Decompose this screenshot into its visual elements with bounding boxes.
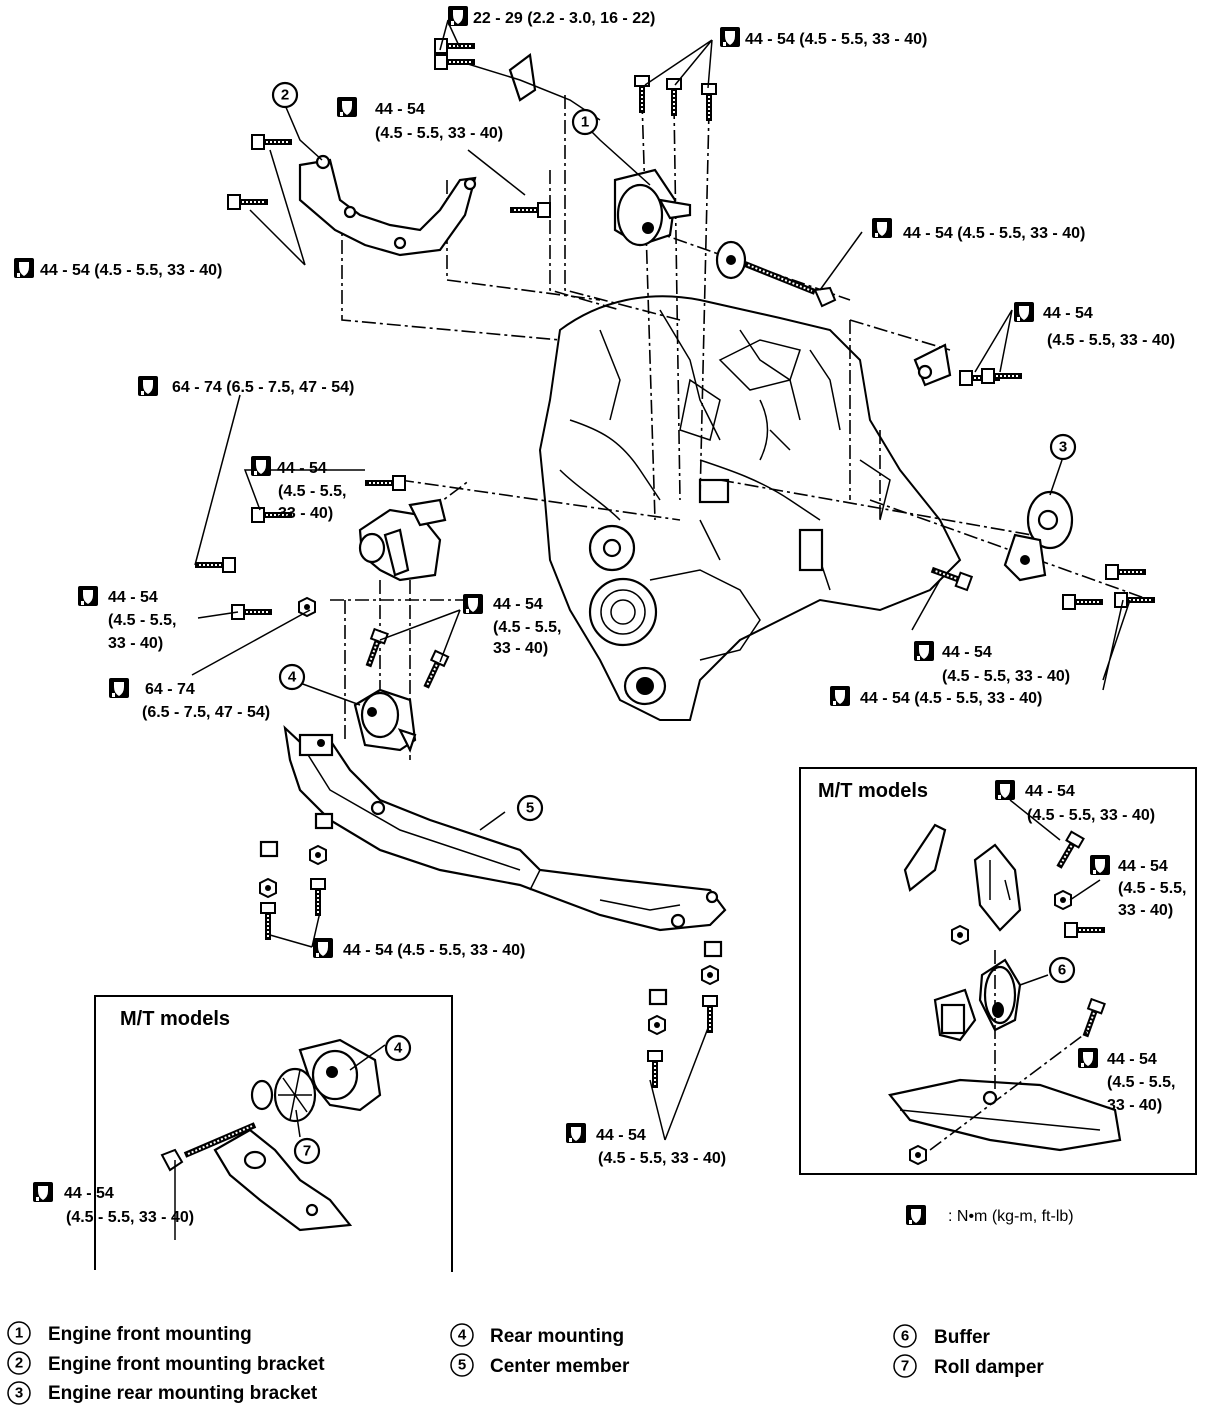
torque-label: (4.5 - 5.5, <box>108 612 176 629</box>
torque-label: 33 - 40) <box>108 635 163 652</box>
units-note: : N•m (kg-m, ft-lb) <box>948 1208 1074 1225</box>
svg-text:1: 1 <box>15 1325 23 1342</box>
rear-mounting <box>353 629 448 753</box>
callout-6: 6 <box>1048 956 1076 984</box>
svg-text:Rear mounting: Rear mounting <box>490 1326 624 1347</box>
top-bracket <box>435 39 716 121</box>
torque-label: 44 - 54 <box>1118 858 1168 875</box>
svg-text:6: 6 <box>901 1328 909 1345</box>
member-fasteners <box>260 812 723 1088</box>
torque-label: (4.5 - 5.5, 33 - 40) <box>1027 807 1155 824</box>
legend-item: 7 Roll damper <box>893 1354 1044 1378</box>
callouts: 2 1 3 4 5 <box>271 81 1077 822</box>
assembly-lines <box>330 95 1151 760</box>
svg-text:7: 7 <box>901 1358 909 1375</box>
torque-label: 44 - 54 <box>64 1185 114 1202</box>
torque-label: 44 - 54 <box>596 1127 646 1144</box>
callout-4: 4 <box>278 663 306 691</box>
callout-5: 5 <box>516 794 544 822</box>
legend-item: 5 Center member <box>450 1353 630 1377</box>
legend-item: 4 Rear mounting <box>450 1323 624 1347</box>
torque-label: 33 - 40) <box>1107 1097 1162 1114</box>
torque-label: 44 - 54 <box>493 596 543 613</box>
torque-label: 44 - 54 (4.5 - 5.5, 33 - 40) <box>745 31 927 48</box>
legend-item: 6 Buffer <box>893 1324 991 1348</box>
torque-label: 44 - 54 <box>1025 783 1075 800</box>
torque-label: 44 - 54 <box>1043 305 1093 322</box>
torque-label: 44 - 54 (4.5 - 5.5, 33 - 40) <box>860 690 1042 707</box>
legend-item: 3 Engine rear mounting bracket <box>7 1381 318 1405</box>
callout-1: 1 <box>571 108 599 136</box>
center-member <box>283 725 727 932</box>
svg-text:Engine front mounting: Engine front mounting <box>48 1324 252 1345</box>
torque-label: 33 - 40) <box>278 505 333 522</box>
svg-text:5: 5 <box>526 800 534 817</box>
svg-text:3: 3 <box>1059 439 1067 456</box>
inset-title: M/T models <box>818 780 928 802</box>
torque-label: 44 - 54 <box>375 101 425 118</box>
torque-label: 44 - 54 (4.5 - 5.5, 33 - 40) <box>903 225 1085 242</box>
callout-4: 4 <box>384 1034 412 1062</box>
torque-label: (4.5 - 5.5, 33 - 40) <box>66 1209 194 1226</box>
inset-mt-right: M/T models 6 <box>799 767 1197 1175</box>
svg-text:5: 5 <box>458 1357 466 1374</box>
callout-3: 3 <box>1049 433 1077 461</box>
torque-label: (4.5 - 5.5, 33 - 40) <box>942 668 1070 685</box>
torque-label: (4.5 - 5.5, 33 - 40) <box>1047 332 1175 349</box>
torque-icons <box>14 6 1110 1225</box>
callout-7: 7 <box>293 1137 321 1165</box>
torque-label: 44 - 54 <box>942 644 992 661</box>
torque-label: (4.5 - 5.5, <box>1107 1074 1175 1091</box>
torque-label: (4.5 - 5.5, <box>278 483 346 500</box>
torque-label: 44 - 54 <box>277 460 327 477</box>
inset-mt-left: M/T models 4 7 <box>94 995 453 1272</box>
torque-label: 44 - 54 <box>1107 1051 1157 1068</box>
left-transmission-mounting <box>195 476 447 619</box>
legend-item: 2 Engine front mounting bracket <box>7 1351 325 1375</box>
torque-label: 44 - 54 (4.5 - 5.5, 33 - 40) <box>343 942 525 959</box>
svg-text:1: 1 <box>581 114 589 131</box>
torque-label: 64 - 74 (6.5 - 7.5, 47 - 54) <box>172 379 354 396</box>
engine-front-mounting <box>613 168 837 308</box>
svg-text:2: 2 <box>15 1355 23 1372</box>
legend: 1 Engine front mounting 2 Engine front m… <box>7 1321 1044 1405</box>
torque-label: 33 - 40) <box>1118 902 1173 919</box>
svg-text:2: 2 <box>281 87 289 104</box>
svg-text:4: 4 <box>394 1040 403 1057</box>
svg-text:Roll damper: Roll damper <box>934 1357 1044 1378</box>
torque-label: (4.5 - 5.5, <box>493 619 561 636</box>
inset-title: M/T models <box>120 1008 230 1030</box>
torque-label: 33 - 40) <box>493 640 548 657</box>
svg-text:Engine rear mounting bracket: Engine rear mounting bracket <box>48 1383 318 1404</box>
torque-texts: 22 - 29 (2.2 - 3.0, 16 - 22) 44 - 54 (4.… <box>40 10 1186 1226</box>
svg-text:7: 7 <box>303 1143 311 1160</box>
torque-label: (6.5 - 7.5, 47 - 54) <box>142 704 270 721</box>
torque-label: (4.5 - 5.5, 33 - 40) <box>375 125 503 142</box>
callout-2: 2 <box>271 81 299 109</box>
engine-rear-mounting-bracket <box>929 490 1155 609</box>
torque-label: (4.5 - 5.5, <box>1118 880 1186 897</box>
svg-text:Engine front mounting bracket: Engine front mounting bracket <box>48 1354 325 1375</box>
torque-label: 44 - 54 (4.5 - 5.5, 33 - 40) <box>40 262 222 279</box>
svg-text:6: 6 <box>1058 962 1066 979</box>
svg-text:Buffer: Buffer <box>934 1327 991 1348</box>
svg-text:4: 4 <box>288 669 297 686</box>
engine-block <box>538 295 962 721</box>
torque-label: (4.5 - 5.5, 33 - 40) <box>598 1150 726 1167</box>
svg-text:4: 4 <box>458 1327 467 1344</box>
legend-item: 1 Engine front mounting <box>7 1321 252 1345</box>
right-side-bracket <box>913 343 1022 385</box>
torque-label: 22 - 29 (2.2 - 3.0, 16 - 22) <box>473 10 655 27</box>
svg-text:3: 3 <box>15 1385 23 1402</box>
svg-text:Center member: Center member <box>490 1356 630 1377</box>
torque-label: 44 - 54 <box>108 589 158 606</box>
torque-label: 64 - 74 <box>145 681 195 698</box>
